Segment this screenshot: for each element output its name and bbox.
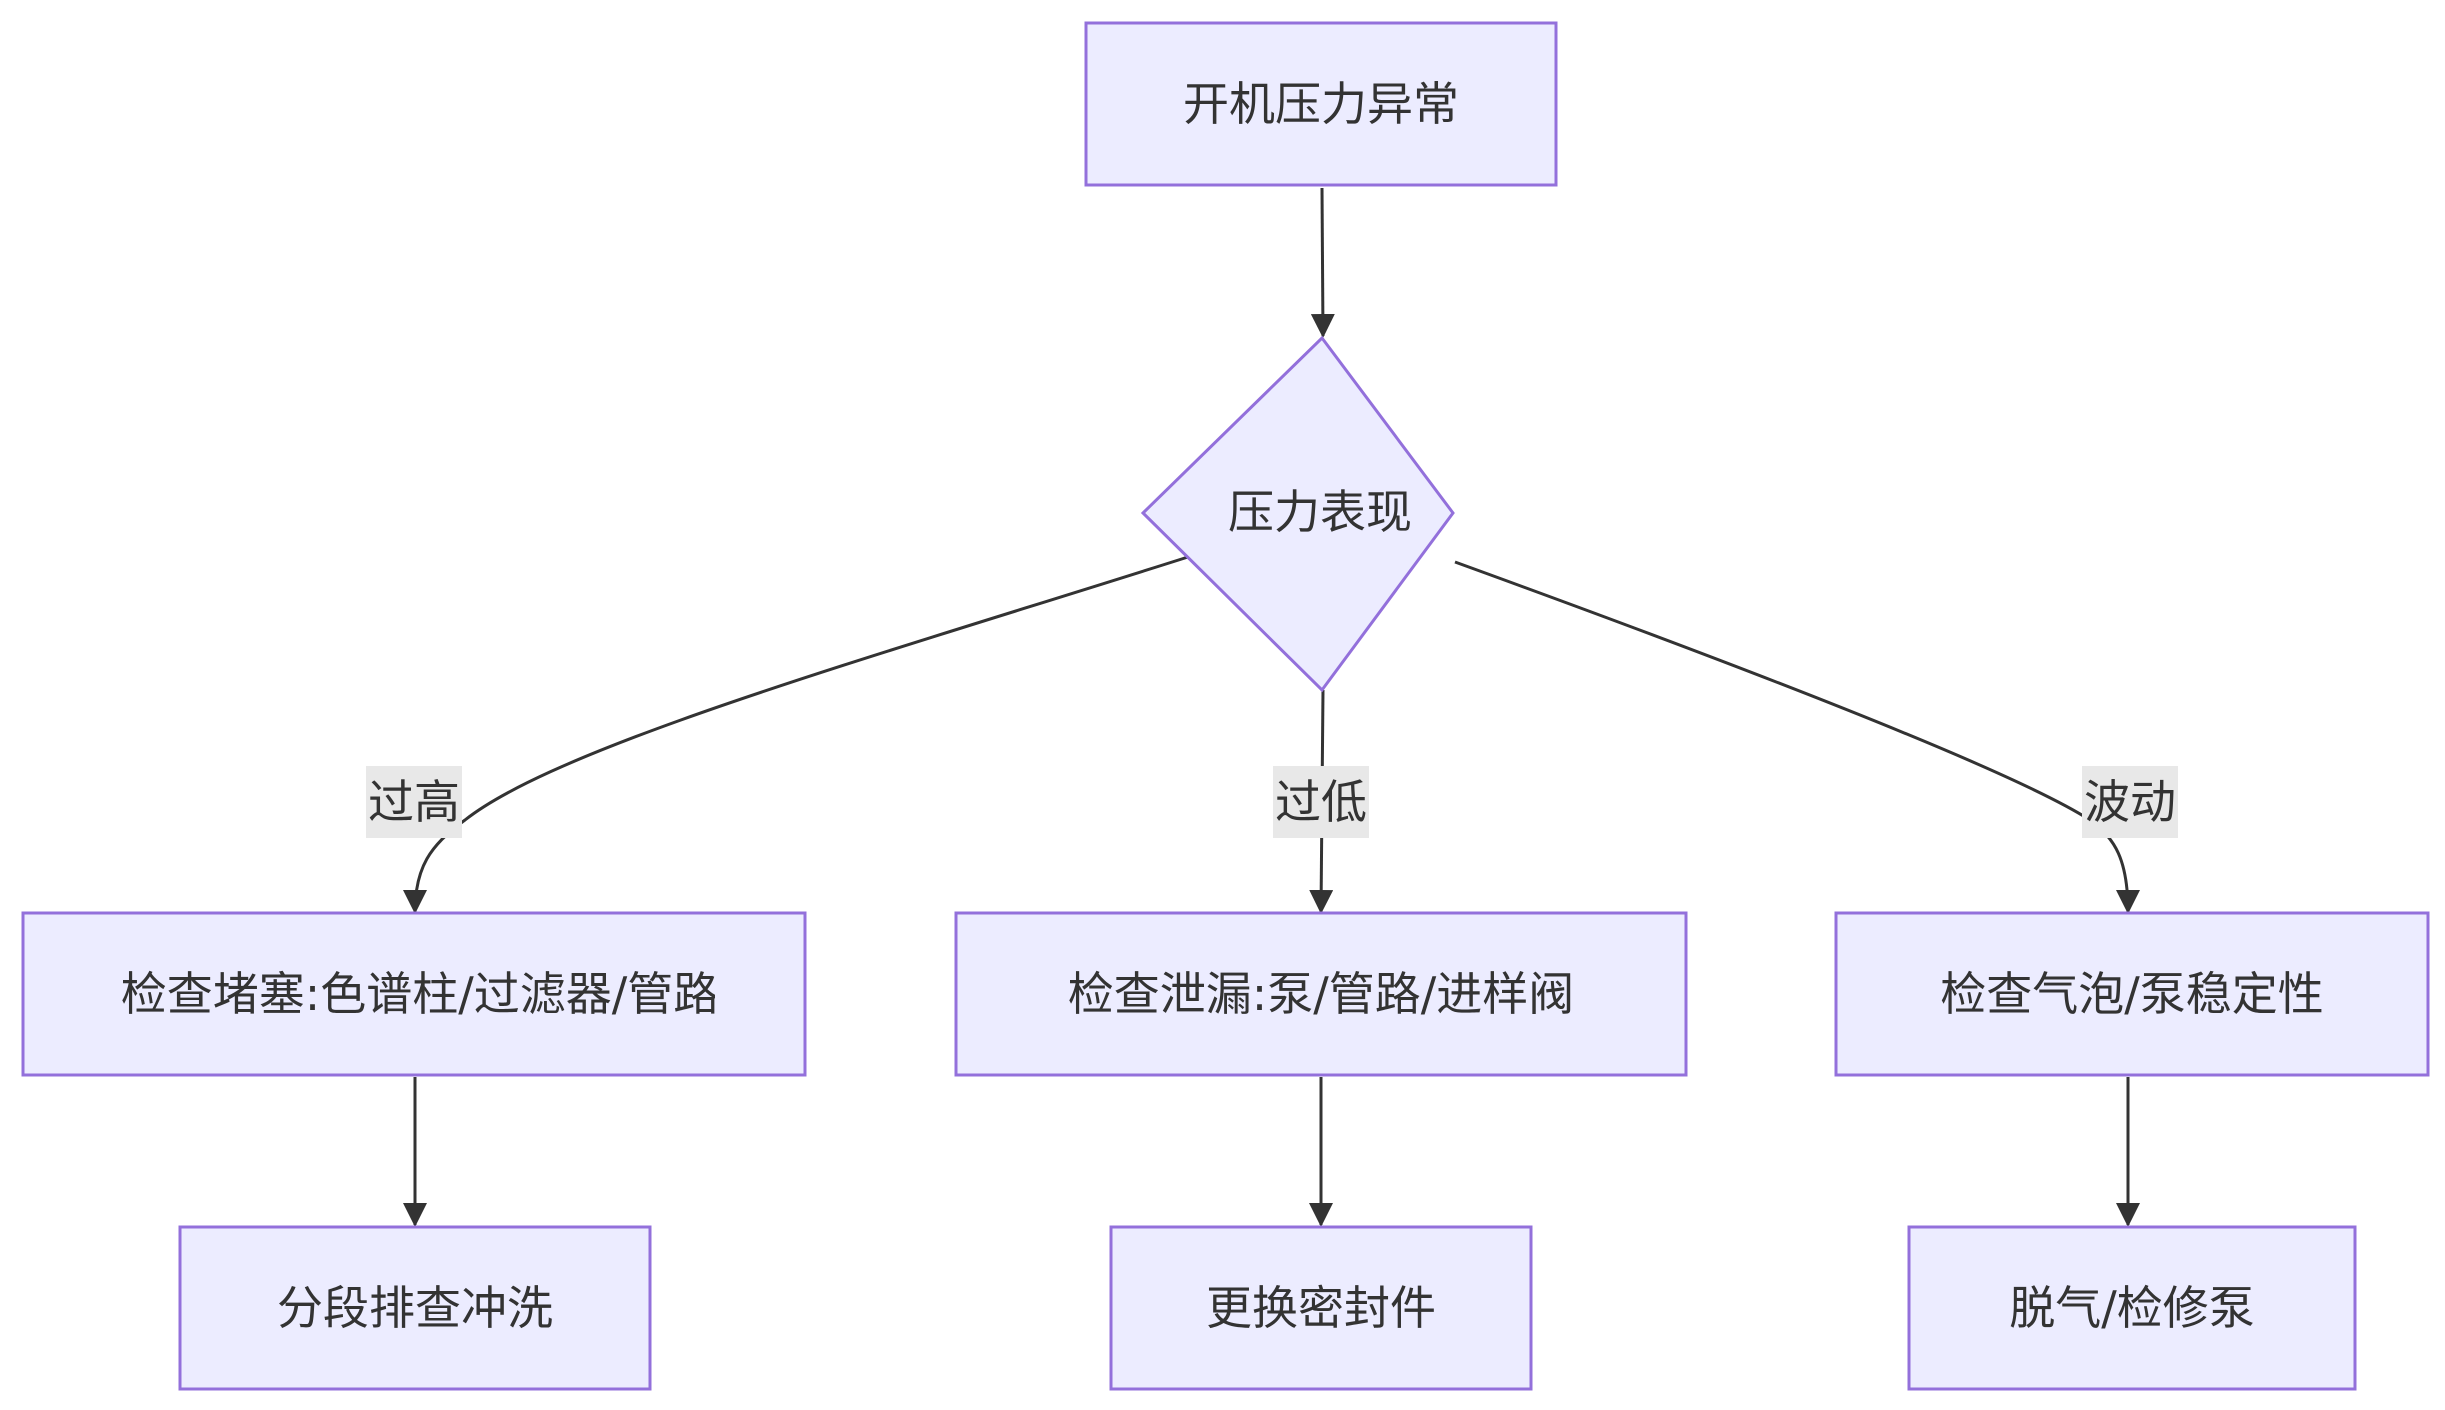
edges bbox=[403, 187, 2140, 1227]
edge-label-low: 过低 bbox=[1273, 766, 1369, 838]
node-check-block: 检查堵塞:色谱柱/过滤器/管路 bbox=[21, 911, 807, 1077]
node-check-bubble: 检查气泡/泵稳定性 bbox=[1834, 911, 2430, 1077]
node-start: 开机压力异常 bbox=[1084, 21, 1558, 187]
edge-label-fluctuate-text: 波动 bbox=[2084, 775, 2176, 829]
node-check-block-text: 检查堵塞:色谱柱/过滤器/管路 bbox=[121, 967, 720, 1021]
node-decision-text: 压力表现 bbox=[1228, 485, 1412, 539]
node-flush-text: 分段排查冲洗 bbox=[277, 1281, 553, 1335]
edge-label-fluctuate: 波动 bbox=[2082, 766, 2178, 838]
edge-label-low-text: 过低 bbox=[1275, 775, 1367, 829]
edge-decision-to-bubble bbox=[1454, 560, 2140, 914]
node-start-text: 开机压力异常 bbox=[1183, 77, 1459, 131]
node-degas: 脱气/检修泵 bbox=[1907, 1225, 2357, 1391]
node-replace-seal-text: 更换密封件 bbox=[1206, 1281, 1436, 1335]
node-check-leak: 检查泄漏:泵/管路/进样阀 bbox=[954, 911, 1688, 1077]
node-degas-text: 脱气/检修泵 bbox=[2009, 1281, 2255, 1335]
node-check-bubble-text: 检查气泡/泵稳定性 bbox=[1940, 967, 2324, 1021]
node-decision: 压力表现 bbox=[1140, 335, 1455, 693]
node-flush: 分段排查冲洗 bbox=[178, 1225, 652, 1391]
node-replace-seal: 更换密封件 bbox=[1109, 1225, 1533, 1391]
node-check-leak-text: 检查泄漏:泵/管路/进样阀 bbox=[1068, 967, 1575, 1021]
edge-label-high-text: 过高 bbox=[368, 775, 460, 829]
edge-label-high: 过高 bbox=[366, 766, 462, 838]
edge-decision-to-block bbox=[403, 555, 1189, 914]
edge-start-to-decision bbox=[1310, 187, 1335, 338]
